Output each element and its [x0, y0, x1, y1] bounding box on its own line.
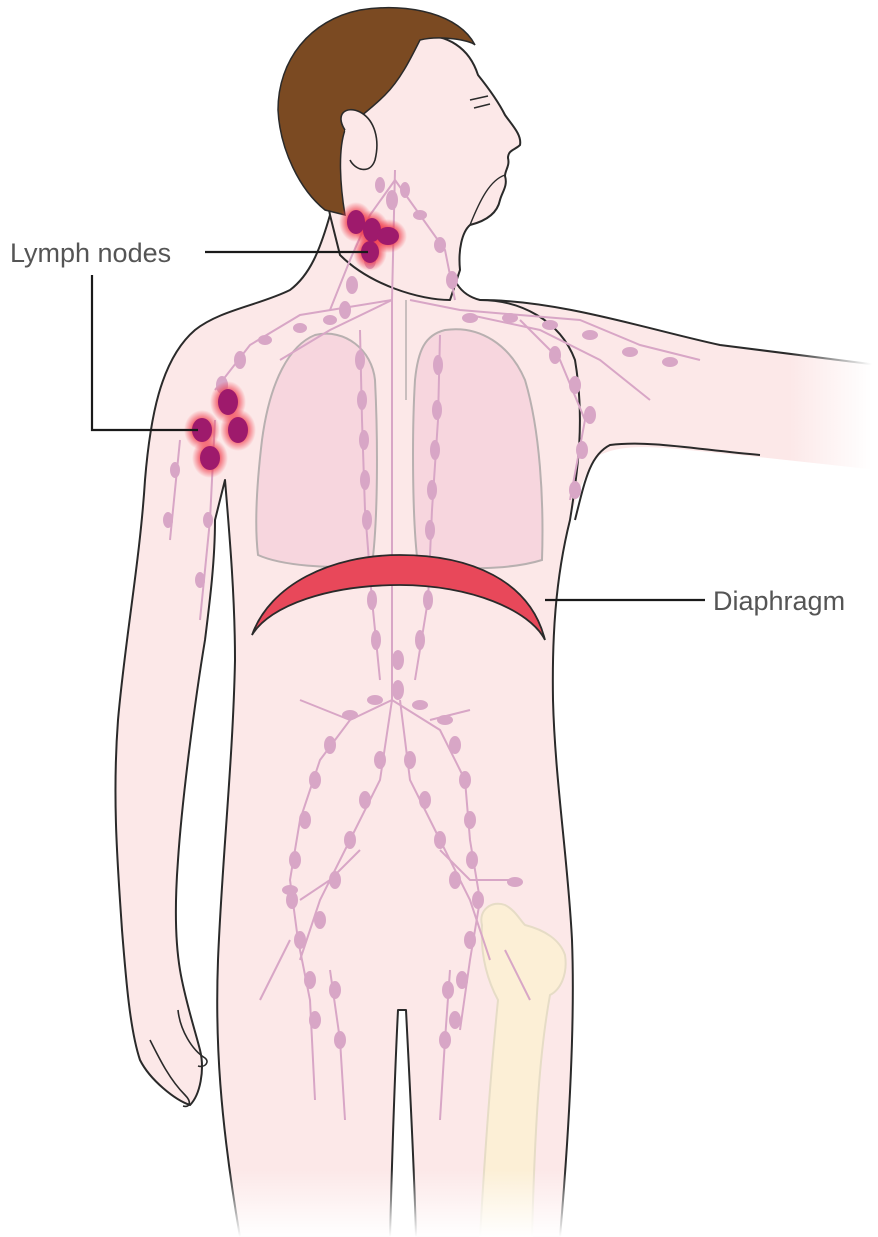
lymph-node-icon — [569, 481, 581, 499]
diaphragm-label: Diaphragm — [713, 586, 845, 616]
lymph-node-icon — [430, 440, 440, 460]
lymph-node-icon — [342, 710, 358, 720]
lymph-node-icon — [282, 885, 298, 895]
lymph-node-icon — [203, 512, 213, 528]
lymph-node-icon — [434, 237, 446, 253]
lymph-node-icon — [507, 877, 523, 887]
lymph-node-icon — [449, 736, 461, 754]
lymph-node-icon — [339, 301, 351, 319]
lymph-node-icon — [323, 315, 337, 325]
lymph-node-icon — [419, 791, 431, 809]
lymph-node-icon — [464, 811, 476, 829]
lymph-node-icon — [423, 590, 433, 610]
lymph-node-icon — [386, 190, 398, 210]
lymph-node-icon — [549, 346, 561, 364]
lymph-node-icon — [374, 751, 386, 769]
swollen-lymph-node-icon — [200, 446, 220, 470]
lymph-node-icon — [449, 871, 461, 889]
lymph-node-icon — [357, 390, 367, 410]
lymph-node-icon — [309, 771, 321, 789]
lymph-node-icon — [446, 271, 458, 289]
lymph-node-icon — [427, 480, 437, 500]
lymph-node-icon — [459, 771, 471, 789]
lymph-node-icon — [299, 811, 311, 829]
lymph-node-icon — [434, 831, 446, 849]
lymph-node-icon — [462, 313, 478, 323]
arm-fade — [560, 320, 878, 480]
lymph-node-icon — [359, 791, 371, 809]
lymph-node-icon — [400, 182, 410, 198]
lymph-node-icon — [289, 851, 301, 869]
lymph-node-icon — [404, 751, 416, 769]
lymph-node-icon — [367, 695, 383, 705]
swollen-lymph-node-icon — [218, 389, 238, 415]
lymph-node-icon — [415, 630, 425, 650]
lymph-node-icon — [362, 510, 372, 530]
lymph-node-icon — [359, 430, 369, 450]
lymph-node-icon — [346, 276, 358, 294]
lymph-node-icon — [344, 831, 356, 849]
swollen-lymph-node-icon — [228, 417, 248, 443]
lymph-node-icon — [466, 851, 478, 869]
legs-fade — [0, 900, 878, 1237]
lymph-node-icon — [375, 177, 385, 193]
lymph-node-icon — [360, 470, 370, 490]
lymph-node-icon — [412, 700, 428, 710]
lymph-node-icon — [195, 572, 205, 588]
lymph-nodes-label: Lymph nodes — [10, 238, 171, 268]
swollen-lymph-node-icon — [347, 210, 365, 234]
lymph-node-icon — [437, 715, 453, 725]
lymph-node-icon — [234, 351, 246, 369]
lymph-node-icon — [433, 355, 443, 375]
lymph-node-icon — [542, 320, 558, 330]
lymph-node-icon — [502, 313, 518, 323]
lymph-node-icon — [432, 400, 442, 420]
lymph-node-icon — [324, 736, 336, 754]
lymph-node-icon — [371, 630, 381, 650]
lymph-node-icon — [170, 462, 180, 478]
lymph-node-icon — [163, 512, 173, 528]
lymph-node-icon — [293, 323, 307, 333]
lymph-node-icon — [392, 680, 404, 700]
lymph-node-icon — [367, 590, 377, 610]
lymph-node-icon — [329, 871, 341, 889]
lymph-node-icon — [355, 350, 365, 370]
lymph-node-icon — [392, 650, 404, 670]
lymph-node-icon — [413, 210, 427, 220]
swollen-lymph-node-icon — [377, 227, 399, 245]
lymph-node-icon — [258, 335, 272, 345]
lymph-node-icon — [425, 520, 435, 540]
